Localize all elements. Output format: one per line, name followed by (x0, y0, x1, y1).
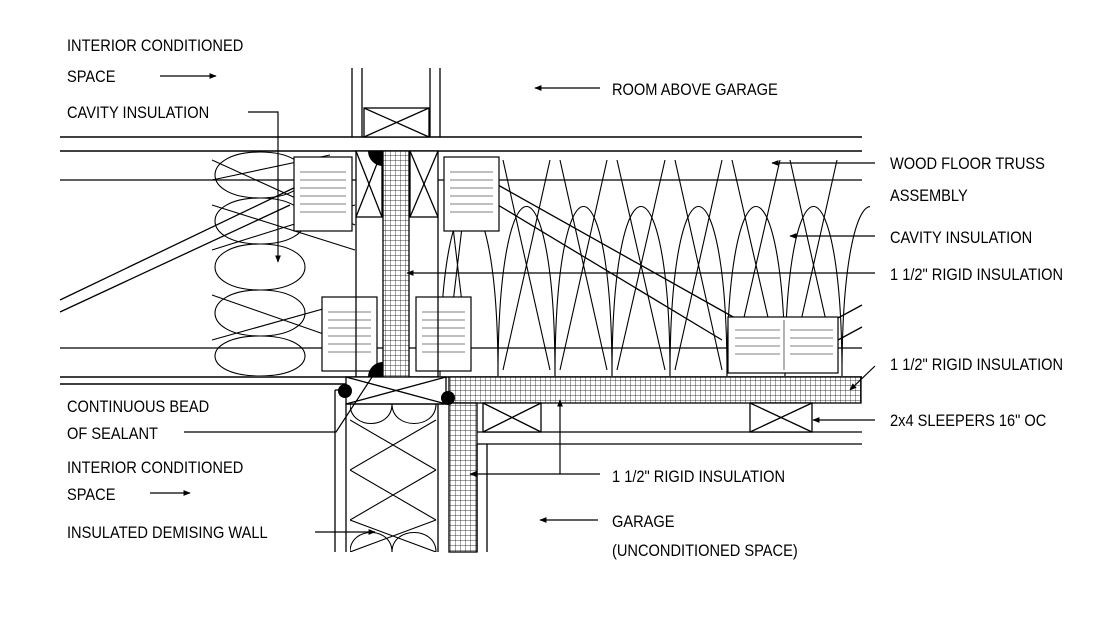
label-insulated-demising-wall: INSULATED DEMISING WALL (67, 523, 268, 542)
label-cavity-insulation-right: CAVITY INSULATION (890, 228, 1033, 247)
label-space-top: SPACE (67, 67, 116, 86)
garage-ceiling (476, 402, 862, 552)
label-cavity-insulation-left: CAVITY INSULATION (67, 103, 210, 122)
label-unconditioned-space: (UNCONDITIONED SPACE) (612, 541, 798, 560)
vertical-rigid-insulation (382, 150, 410, 378)
label-assembly: ASSEMBLY (890, 186, 968, 205)
label-interior-conditioned-bottom: INTERIOR CONDITIONED (67, 458, 244, 477)
label-wood-floor-truss: WOOD FLOOR TRUSS (890, 154, 1045, 173)
label-sleepers: 2x4 SLEEPERS 16" OC (890, 411, 1047, 430)
label-continuous-bead: CONTINUOUS BEAD (67, 397, 210, 416)
sealant-bead-top (368, 151, 383, 166)
label-rigid-insulation-2: 1 1/2" RIGID INSULATION (890, 355, 1064, 374)
garage-wall-rigid-insulation (448, 402, 478, 553)
horizontal-rigid-insulation (448, 376, 862, 404)
floor-truss-assembly (59, 136, 870, 385)
label-of-sealant: OF SEALANT (67, 424, 158, 443)
label-rigid-insulation-1: 1 1/2" RIGID INSULATION (890, 265, 1064, 284)
label-rigid-insulation-3: 1 1/2" RIGID INSULATION (612, 467, 786, 486)
sealant-dot-right (441, 391, 455, 405)
upper-wall (351, 68, 441, 138)
label-space-bottom: SPACE (67, 485, 116, 504)
label-room-above-garage: ROOM ABOVE GARAGE (612, 80, 778, 99)
sealant-dot-left (338, 384, 352, 398)
label-interior-conditioned-top: INTERIOR CONDITIONED (67, 36, 244, 55)
label-garage: GARAGE (612, 512, 675, 531)
leader-lines (150, 73, 876, 535)
demising-wall (334, 376, 447, 552)
